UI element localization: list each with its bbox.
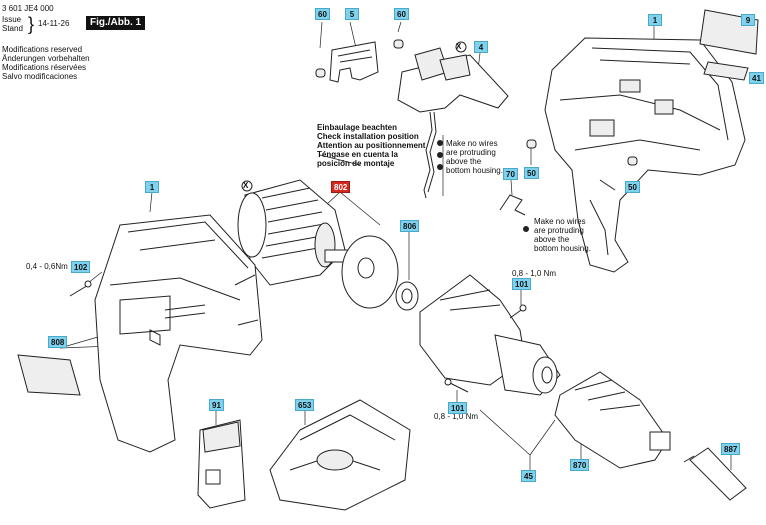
part-70-clip — [499, 194, 526, 216]
wire-note-1-line: bottom housing. — [446, 166, 503, 175]
part-badge-91: 91 — [209, 399, 224, 411]
part-badge-101: 101 — [512, 278, 532, 290]
part-5-bracket — [329, 41, 379, 83]
note-line: Änderungen vorbehalten — [2, 54, 90, 63]
wire-note-2-line: are protruding — [534, 226, 584, 235]
part-50-pin-a — [526, 139, 537, 149]
wire-note-1-line: Make no wires — [446, 139, 498, 148]
part-808-label — [17, 354, 81, 396]
issue-date: 14-11-26 — [38, 19, 70, 28]
part-badge-1: 1 — [145, 181, 159, 193]
part-badge-50: 50 — [625, 181, 640, 193]
part-badge-870: 870 — [570, 459, 590, 471]
part-badge-9: 9 — [741, 14, 755, 26]
x-marker: X — [243, 181, 249, 190]
part-badge-102: 102 — [71, 261, 91, 273]
part-60-pin-b — [393, 39, 404, 49]
wire-note-1-line: above the — [446, 157, 482, 166]
part-887-bit-holder — [683, 447, 747, 501]
part-102-screw — [69, 280, 92, 297]
part-41-label — [703, 61, 749, 81]
install-note-line: Attention au positionnement — [317, 141, 426, 150]
install-note-line: Check installation position — [317, 132, 419, 141]
part-badge-50: 50 — [524, 167, 539, 179]
torque-102: 0,4 - 0,6Nm — [26, 262, 68, 271]
wire-note-2-line: Make no wires — [534, 217, 586, 226]
part-91-battery — [197, 419, 246, 509]
part-653-charger — [269, 399, 411, 511]
part-101-screw-b — [444, 378, 469, 393]
part-badge-808: 808 — [48, 336, 68, 348]
stand-label: Stand — [2, 24, 23, 33]
install-note-line: posición de montaje — [317, 159, 395, 168]
part-60-pin-a — [315, 68, 326, 78]
part-badge-653: 653 — [295, 399, 315, 411]
note-line: Modifications réservées — [2, 63, 87, 72]
disc — [341, 235, 399, 309]
fig-label: Fig./Abb. 1 — [86, 16, 146, 30]
part-badge-5: 5 — [345, 8, 359, 20]
part-4-electronics — [397, 41, 509, 199]
part-870-chuck — [554, 371, 671, 469]
x-marker: X — [456, 42, 462, 51]
part-badge-60: 60 — [315, 8, 330, 20]
part-badge-802: 802 — [331, 181, 351, 193]
wire-note-2-line: bottom housing. — [534, 244, 591, 253]
part-badge-41: 41 — [749, 72, 764, 84]
wire-note-2-line: above the — [534, 235, 570, 244]
install-note-line: Einbaulage beachten — [317, 123, 398, 132]
torque-101-b: 0,8 - 1,0 Nm — [434, 412, 479, 421]
part-badge-101: 101 — [448, 402, 468, 414]
part-badge-70: 70 — [503, 168, 518, 180]
install-note-line: Téngase en cuenta la — [317, 150, 398, 159]
note-line: Salvo modificaciones — [2, 72, 78, 81]
part-1-housing-right — [544, 37, 746, 273]
brace: } — [28, 14, 35, 34]
note-line: Modifications reserved — [2, 45, 83, 54]
part-101-screw-a — [509, 304, 527, 319]
doc-number: 3 601 JE4 000 — [2, 4, 54, 13]
part-badge-45: 45 — [521, 470, 536, 482]
part-badge-806: 806 — [400, 220, 420, 232]
part-badge-4: 4 — [474, 41, 488, 53]
part-badge-60: 60 — [394, 8, 409, 20]
part-50-pin-b — [627, 156, 638, 166]
torque-101-a: 0,8 - 1,0 Nm — [512, 269, 557, 278]
part-1-housing-left — [94, 214, 263, 453]
issue-label: Issue — [2, 15, 22, 24]
part-802-motor — [237, 179, 350, 286]
part-badge-1: 1 — [648, 14, 662, 26]
wire-note-1-line: are protruding — [446, 148, 496, 157]
part-45-gearbox — [419, 274, 561, 396]
part-badge-887: 887 — [721, 443, 741, 455]
